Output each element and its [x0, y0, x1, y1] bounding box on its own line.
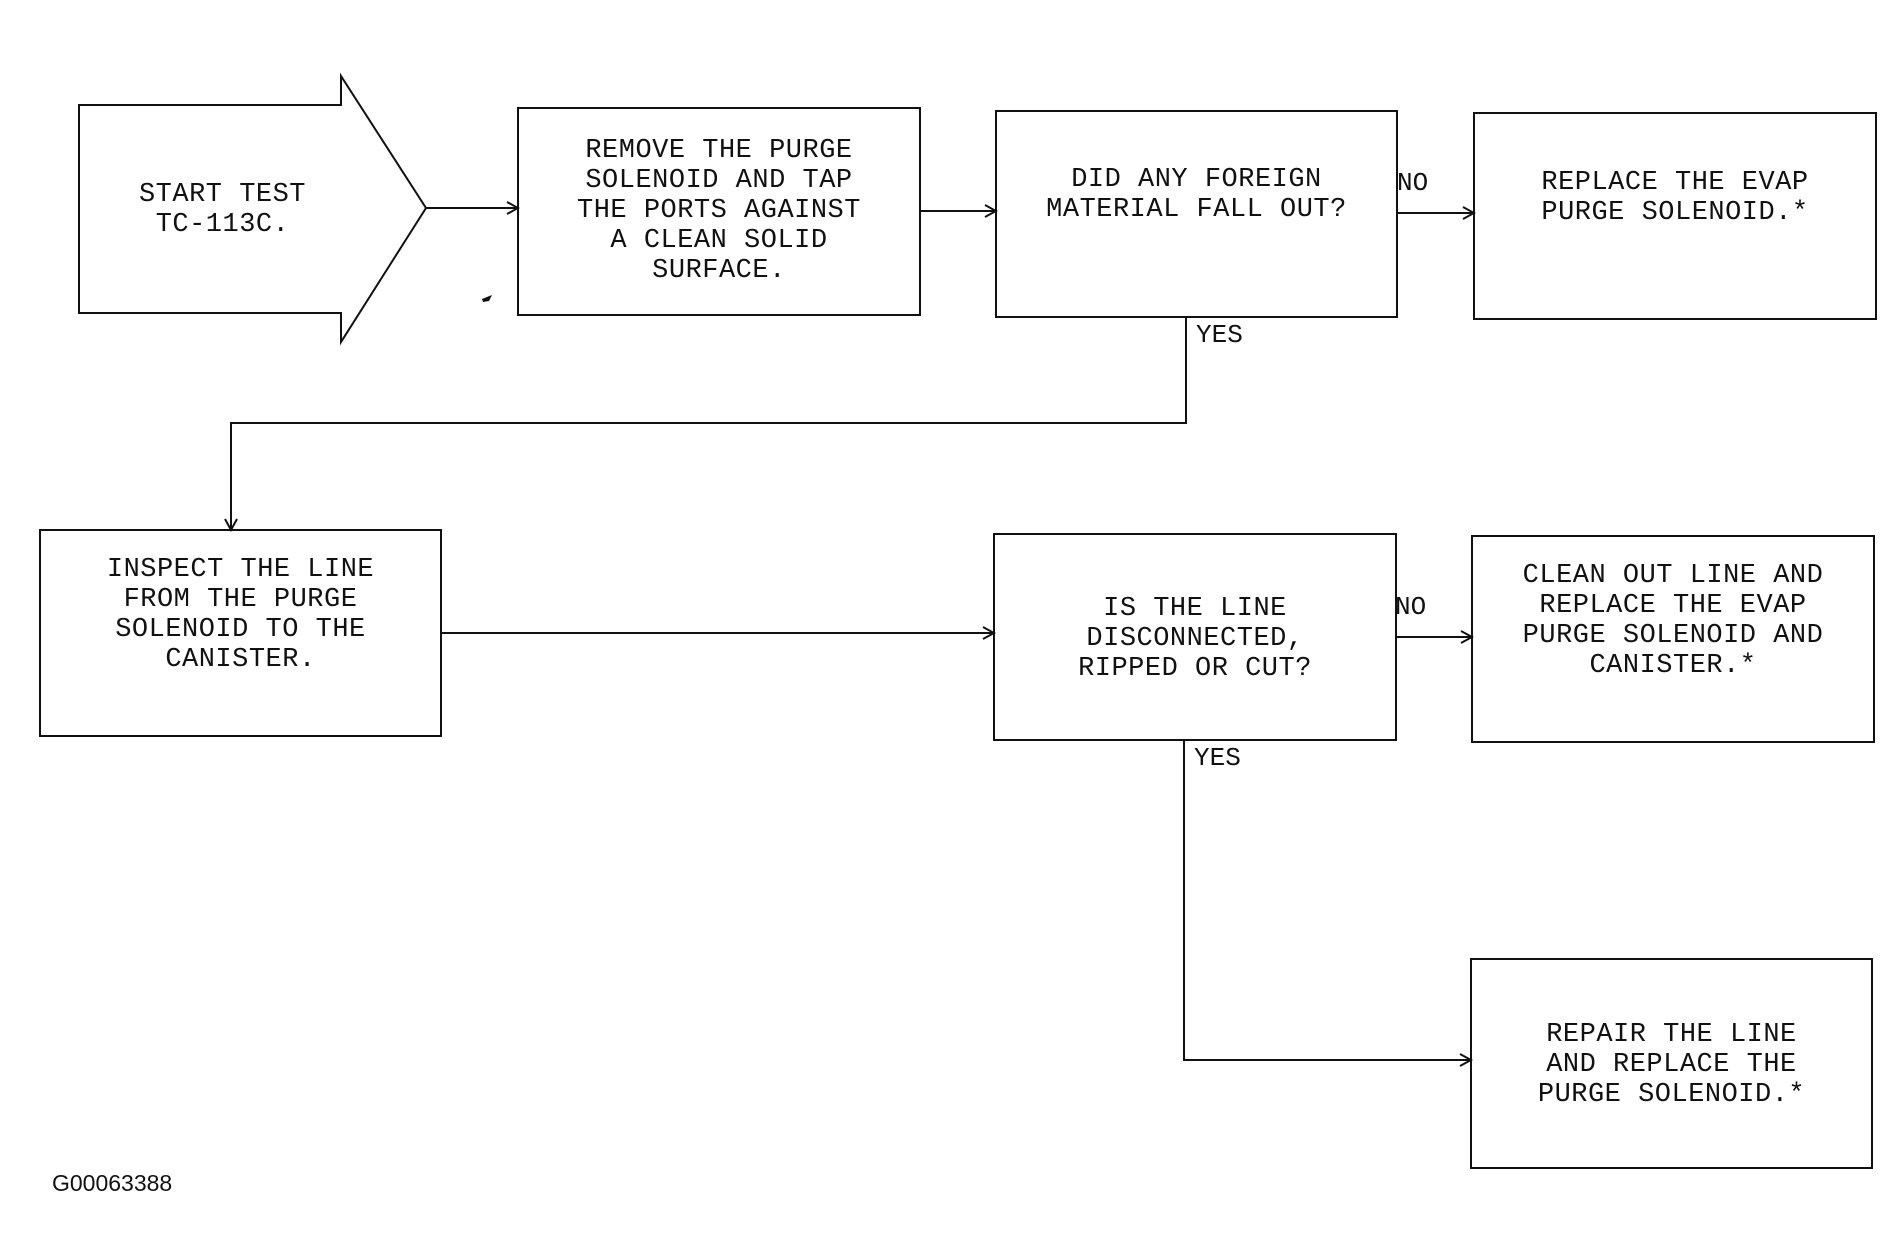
- stray-mark: [482, 295, 492, 302]
- start-label: START TEST TC-113C.: [138, 180, 307, 240]
- repair-line-text: REPAIR THE LINE AND REPLACE THE PURGE SO…: [1537, 1020, 1806, 1110]
- replace-solenoid-text: REPLACE THE EVAP PURGE SOLENOID.*: [1541, 168, 1809, 228]
- edge-label-no-2: NO: [1395, 592, 1427, 622]
- remove-solenoid-text: REMOVE THE PURGE SOLENOID AND TAP THE PO…: [577, 136, 861, 286]
- foreign-material-text: DID ANY FOREIGN MATERIAL FALL OUT?: [1046, 165, 1347, 225]
- edge-label-yes-2: YES: [1194, 743, 1241, 773]
- clean-line-text: CLEAN OUT LINE AND REPLACE THE EVAP PURG…: [1522, 561, 1824, 681]
- start-arrow-shape: [78, 72, 428, 346]
- edge-label-yes-1: YES: [1196, 320, 1243, 350]
- connector-damaged-yes: [1183, 740, 1471, 1060]
- inspect-line-text: INSPECT THE LINE FROM THE PURGE SOLENOID…: [106, 555, 375, 675]
- figure-code: G00063388: [52, 1170, 173, 1196]
- connector-foreign-yes: [231, 317, 1187, 530]
- edge-label-no-1: NO: [1397, 168, 1429, 198]
- line-damaged-text: IS THE LINE DISCONNECTED, RIPPED OR CUT?: [1078, 594, 1312, 684]
